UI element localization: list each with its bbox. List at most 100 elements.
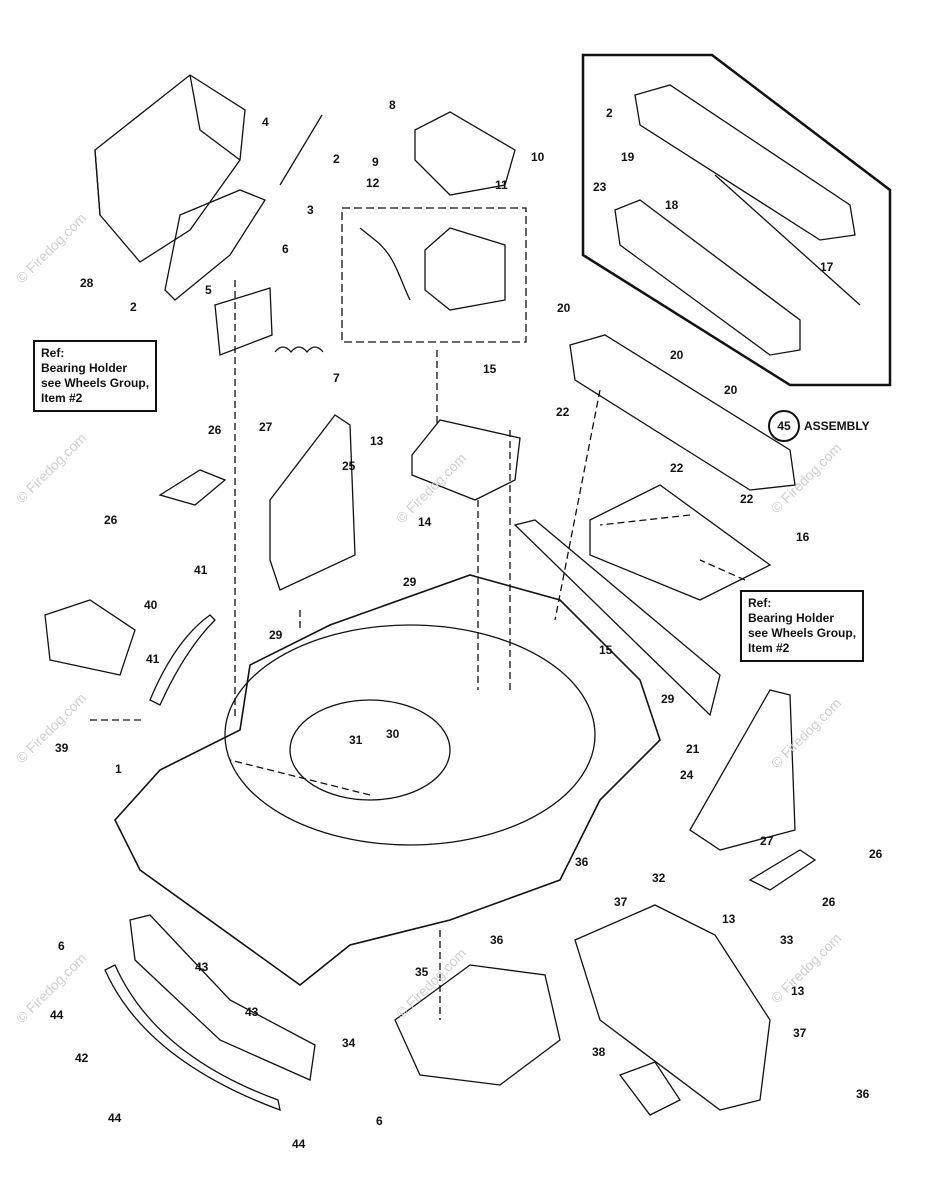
assembly-frame <box>581 53 892 387</box>
callout-33: 33 <box>780 933 794 947</box>
hinge-rod <box>279 114 323 186</box>
callout-6: 6 <box>282 242 289 256</box>
hinge-bracket <box>164 189 266 301</box>
callout-22: 22 <box>670 461 684 475</box>
callout-12: 12 <box>366 176 380 190</box>
callout-10: 10 <box>531 150 545 164</box>
handle-frame-23 <box>614 199 801 356</box>
callout-29: 29 <box>661 692 675 706</box>
strip-40 <box>149 614 216 706</box>
ref-box-left: Ref: Bearing Holder see Wheels Group, It… <box>33 340 158 412</box>
deck-dome <box>224 624 596 846</box>
assembly-text: ASSEMBLY <box>804 419 870 433</box>
callout-44: 44 <box>292 1137 306 1151</box>
callout-16: 16 <box>796 530 810 544</box>
callout-30: 30 <box>386 727 400 741</box>
callout-26: 26 <box>869 847 883 861</box>
front-strip-34 <box>129 914 316 1081</box>
ref-box-line: see Wheels Group, <box>748 626 857 640</box>
battery-group-box <box>341 207 527 343</box>
callout-15: 15 <box>483 362 497 376</box>
callout-31: 31 <box>349 733 363 747</box>
callout-36: 36 <box>575 855 589 869</box>
callout-39: 39 <box>55 741 69 755</box>
callout-32: 32 <box>652 871 666 885</box>
ref-box-line: Bearing Holder <box>41 361 128 375</box>
callout-26: 26 <box>104 513 118 527</box>
callout-15: 15 <box>599 643 613 657</box>
callout-8: 8 <box>389 98 396 112</box>
callout-7: 7 <box>333 371 340 385</box>
callout-4: 4 <box>262 115 269 129</box>
ref-box-line: Ref: <box>41 346 65 360</box>
callout-37: 37 <box>793 1026 807 1040</box>
mower-deck <box>114 574 661 987</box>
ref-box-line: see Wheels Group, <box>41 376 150 390</box>
assembly-label: 45 ASSEMBLY <box>768 410 870 442</box>
ref-box-right: Ref: Bearing Holder see Wheels Group, It… <box>740 590 865 662</box>
callout-22: 22 <box>556 405 570 419</box>
callout-44: 44 <box>108 1111 122 1125</box>
mulch-plate-35 <box>394 964 561 1086</box>
callout-20: 20 <box>724 383 738 397</box>
curved-strip-42 <box>104 964 281 1112</box>
callout-43: 43 <box>195 960 209 974</box>
handle-assembly-45 <box>569 334 796 491</box>
callout-38: 38 <box>592 1045 606 1059</box>
callout-13: 13 <box>722 912 736 926</box>
callout-34: 34 <box>342 1036 356 1050</box>
ref-box-line: Ref: <box>748 596 772 610</box>
callout-40: 40 <box>144 598 158 612</box>
callout-29: 29 <box>269 628 283 642</box>
callout-20: 20 <box>557 301 571 315</box>
callout-6: 6 <box>58 939 65 953</box>
callout-42: 42 <box>75 1051 89 1065</box>
callout-18: 18 <box>665 198 679 212</box>
spring-7 <box>274 346 324 354</box>
callout-6: 6 <box>376 1114 383 1128</box>
bracket-25 <box>269 414 356 591</box>
callout-20: 20 <box>670 348 684 362</box>
callout-37: 37 <box>614 895 628 909</box>
callout-2: 2 <box>606 106 613 120</box>
callout-27: 27 <box>259 420 273 434</box>
ref-box-line: Item #2 <box>41 391 83 405</box>
callout-19: 19 <box>621 150 635 164</box>
ref-box-line: Item #2 <box>748 641 790 655</box>
handle-bar-19 <box>634 84 856 241</box>
callout-22: 22 <box>740 492 754 506</box>
callout-21: 21 <box>686 742 700 756</box>
rod-17 <box>714 174 861 306</box>
rear-guard-16 <box>589 484 772 601</box>
wire-harness <box>359 227 411 301</box>
callout-26: 26 <box>208 423 222 437</box>
side-cover-39 <box>44 599 136 676</box>
callout-24: 24 <box>680 768 694 782</box>
callout-23: 23 <box>593 180 607 194</box>
bracket-5 <box>214 287 273 356</box>
bearing-holder-right <box>748 849 817 891</box>
callout-27: 27 <box>760 834 774 848</box>
assembly-number: 45 <box>768 410 800 442</box>
ref-box-line: Bearing Holder <box>748 611 835 625</box>
callout-29: 29 <box>403 575 417 589</box>
callout-13: 13 <box>370 434 384 448</box>
callout-41: 41 <box>194 563 208 577</box>
callout-5: 5 <box>205 283 212 297</box>
charger-38 <box>618 1061 681 1116</box>
callout-3: 3 <box>307 203 314 217</box>
callout-35: 35 <box>415 965 429 979</box>
callout-1: 1 <box>115 762 122 776</box>
callout-41: 41 <box>146 652 160 666</box>
rear-flap <box>94 74 246 263</box>
strip-21 <box>513 519 721 717</box>
callout-17: 17 <box>820 260 834 274</box>
callout-9: 9 <box>372 155 379 169</box>
bearing-holder-left <box>158 469 227 506</box>
callout-11: 11 <box>495 178 508 192</box>
callout-14: 14 <box>418 515 432 529</box>
callout-13: 13 <box>791 984 805 998</box>
callout-36: 36 <box>856 1087 870 1101</box>
battery-cover <box>414 111 516 196</box>
